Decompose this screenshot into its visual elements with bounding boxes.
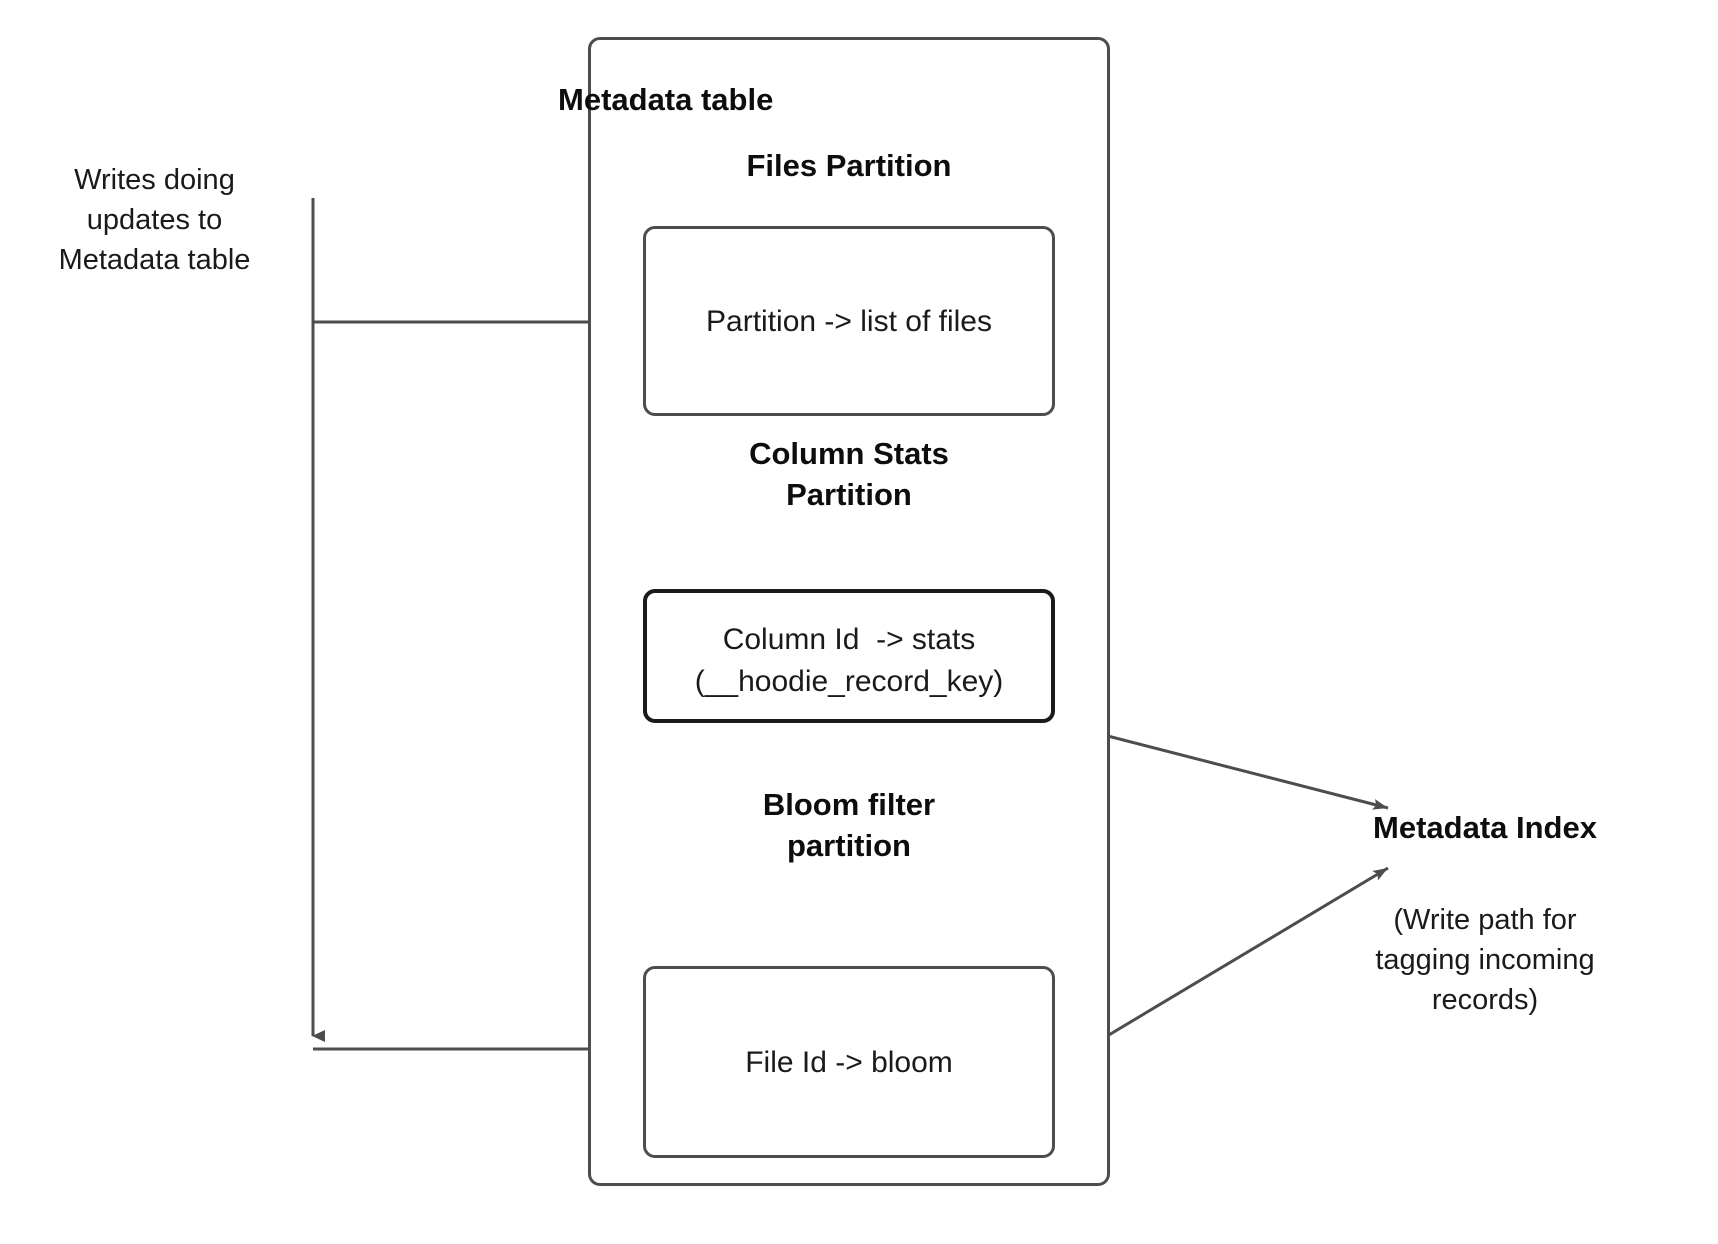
files-partition-title: Files Partition bbox=[746, 148, 952, 183]
files-partition-box-label: Partition -> list of files bbox=[706, 305, 992, 338]
metadata-table-title: Metadata table bbox=[558, 82, 774, 117]
files-partition-box[interactable]: Partition -> list of files bbox=[643, 226, 1055, 416]
writes-note: Writes doing updates to Metadata table bbox=[58, 164, 251, 276]
column-stats-partition-title: Column Stats Partition bbox=[749, 436, 949, 512]
metadata-index-title: Metadata Index bbox=[1373, 810, 1597, 845]
bloom-filter-partition-box-label: File Id -> bloom bbox=[745, 1046, 953, 1079]
column-stats-partition-box[interactable]: Column Id -> stats (__hoodie_record_key) bbox=[643, 589, 1055, 723]
column-stats-partition-box-label: Column Id -> stats (__hoodie_record_key) bbox=[694, 623, 1004, 698]
metadata-index-subtitle: (Write path for tagging incoming records… bbox=[1375, 904, 1595, 1016]
bloom-filter-partition-box[interactable]: File Id -> bloom bbox=[643, 966, 1055, 1158]
bloom-filter-partition-title: Bloom filter partition bbox=[762, 787, 936, 863]
